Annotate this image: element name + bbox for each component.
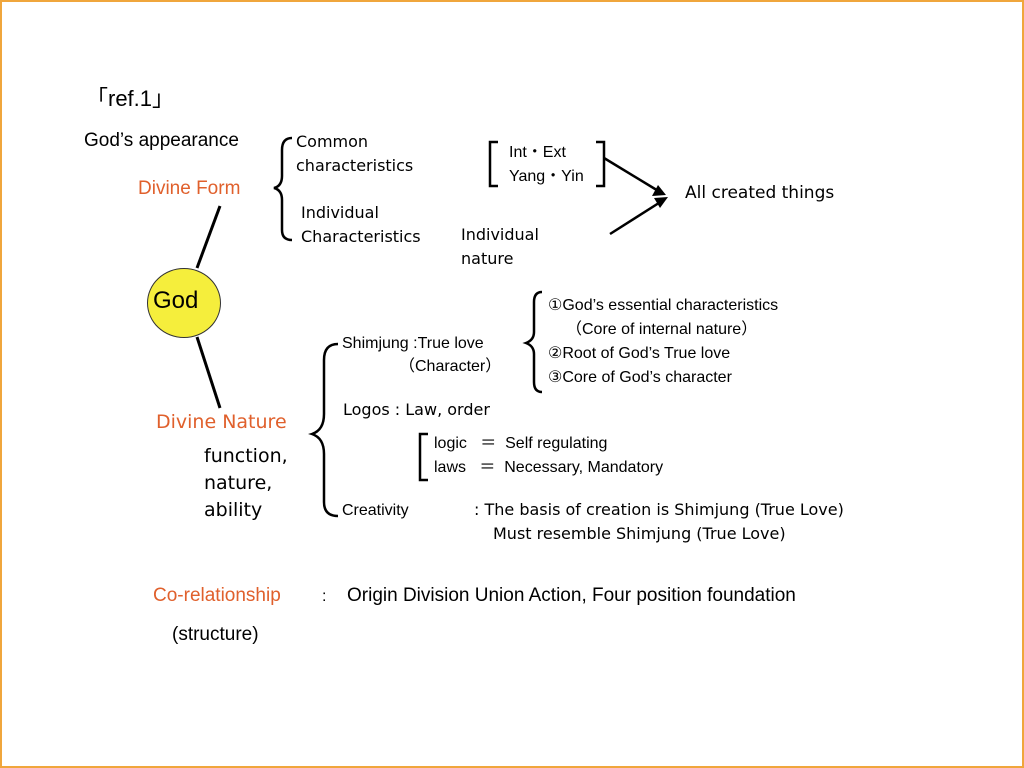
arrow-lower <box>609 199 663 236</box>
brace-shimjung <box>522 290 543 394</box>
co-relationship-label: Co-relationship <box>153 585 281 606</box>
all-created-things: All created things <box>685 183 835 203</box>
common-line-1: Common <box>296 132 369 151</box>
essential-list: ①God’s essential characteristics （Core o… <box>548 294 778 390</box>
character-label: （Character） <box>399 358 502 375</box>
arrow-lower-head <box>654 197 668 208</box>
structure-label: (structure) <box>172 624 259 645</box>
dn-sub-line-1: function, <box>204 445 288 467</box>
creation-line-1: : The basis of creation is Shimjung (Tru… <box>474 500 844 519</box>
essential-item-1: ①God’s essential characteristics <box>548 297 779 314</box>
common-line-2: characteristics <box>296 156 414 175</box>
arrow-upper <box>603 156 661 194</box>
logos-label: Logos : Law, order <box>343 400 490 419</box>
essential-item-4: ③Core of God’s character <box>548 369 732 386</box>
logic-line: logic ＝ Self regulating <box>434 435 608 452</box>
brace-divine-nature <box>308 342 339 518</box>
god-circle <box>147 268 221 338</box>
creativity-label: Creativity <box>342 502 409 519</box>
common-characteristics: Common characteristics <box>296 130 413 178</box>
laws-line: laws ＝ Necessary, Mandatory <box>434 459 664 476</box>
divine-nature-label: Divine Nature <box>156 411 287 433</box>
individual-nature-line-1: Individual <box>461 225 539 244</box>
creation-text: : The basis of creation is Shimjung (Tru… <box>474 498 844 546</box>
dn-sub-line-3: ability <box>204 499 263 521</box>
individual-nature: Individual nature <box>461 223 539 271</box>
creation-line-2: Must resemble Shimjung (True Love) <box>493 524 786 543</box>
yang-yin-label: Yang・Yin <box>509 168 584 185</box>
brace-divine-form <box>273 136 293 242</box>
appearance-label: God’s appearance <box>84 130 239 151</box>
divine-nature-sub: function, nature, ability <box>204 443 288 524</box>
individual-line-2: Characteristics <box>301 227 421 246</box>
ref-label: 「ref.1」 <box>86 86 175 111</box>
shimjung-label: Shimjung :True love <box>342 335 484 352</box>
connector-god-nature <box>195 336 222 409</box>
god-label: God <box>153 287 199 314</box>
connector-god-form <box>195 205 222 269</box>
individual-characteristics: Individual Characteristics <box>301 201 421 249</box>
divine-form-label: Divine Form <box>138 178 241 199</box>
bracket-int-right <box>596 140 606 188</box>
individual-nature-line-2: nature <box>461 249 514 268</box>
bracket-logic <box>418 432 428 482</box>
int-ext-label: Int・Ext <box>509 144 566 161</box>
individual-line-1: Individual <box>301 203 379 222</box>
co-relationship-colon: : <box>322 588 327 605</box>
essential-item-2: （Core of internal nature） <box>566 321 758 338</box>
origin-division-text: Origin Division Union Action, Four posit… <box>347 585 796 606</box>
dn-sub-line-2: nature, <box>204 472 273 494</box>
arrow-upper-head <box>652 185 666 196</box>
essential-item-3: ②Root of God’s True love <box>548 345 731 362</box>
bracket-int-left <box>488 140 498 188</box>
